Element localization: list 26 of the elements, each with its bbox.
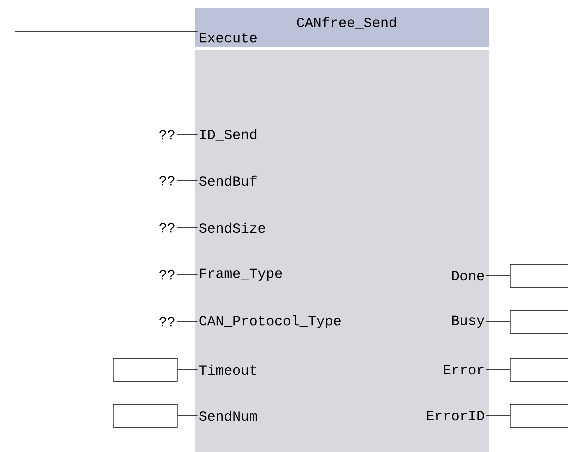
input-pin-label: Timeout xyxy=(200,364,256,376)
input-pin-label: Frame_Type xyxy=(200,268,282,282)
input-pin-label: ID_Send xyxy=(200,129,257,141)
output-pin-label: ErrorID xyxy=(427,411,484,421)
input-pin-label: SendBuf xyxy=(200,176,257,186)
input-pin-label: CAN_Protocol_Type xyxy=(200,315,341,328)
output-pin-label: Done xyxy=(452,271,484,281)
variable-box xyxy=(113,358,178,382)
placeholder-text: ?? xyxy=(160,223,175,233)
placeholder-text: ?? xyxy=(160,176,175,186)
variable-box xyxy=(510,264,568,288)
connector-line xyxy=(176,180,198,182)
placeholder-text: ?? xyxy=(160,317,175,327)
variable-box xyxy=(113,404,178,428)
input-pin-label: SendNum xyxy=(200,410,258,422)
output-pin-label: Busy xyxy=(452,316,485,328)
connector-line xyxy=(176,274,198,276)
input-pin-label: Execute xyxy=(200,33,257,43)
input-pin-label: SendSize xyxy=(200,222,266,234)
connector-line xyxy=(176,134,198,136)
variable-box xyxy=(510,404,568,428)
variable-box xyxy=(510,310,568,334)
placeholder-text: ?? xyxy=(160,130,175,140)
variable-box xyxy=(510,358,568,382)
output-pin-label: Error xyxy=(444,365,484,375)
placeholder-text: ?? xyxy=(160,270,175,280)
